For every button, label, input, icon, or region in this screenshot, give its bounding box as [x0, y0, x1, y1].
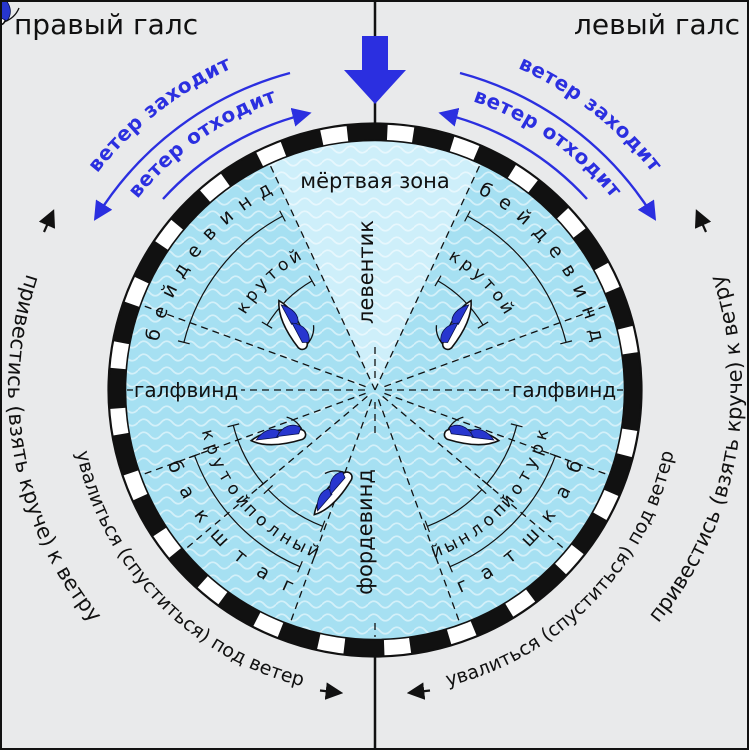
wind-back-arrow-right-icon	[438, 107, 588, 200]
wind-back-arrow-left-icon	[162, 107, 312, 200]
svg-text:к: к	[197, 427, 219, 442]
wind-veer-arrow-right-icon	[459, 71, 657, 221]
svg-text:к: к	[531, 427, 553, 442]
in-irons-label: левентик	[354, 220, 378, 324]
close-hauled-bracket-right	[464, 210, 573, 345]
bear-away-arrow-left-icon	[319, 682, 344, 700]
dead-zone-label: мёртвая зона	[300, 169, 450, 193]
compass-ring-dashes	[108, 123, 642, 657]
svg-text:д: д	[584, 326, 609, 344]
tack-label-right: левый галс	[574, 8, 740, 41]
points-of-sail-circle: мёртвая зона левентик фордевинд галфвинд…	[0, 0, 643, 658]
wind-direction-arrow-icon	[344, 36, 406, 104]
beam-reach-label-right: галфвинд	[512, 378, 616, 402]
beam-reach-label-left: галфвинд	[134, 378, 238, 402]
maneuver-arrows	[38, 209, 712, 700]
bear-away-arrow-right-icon	[406, 682, 431, 700]
svg-text:б: б	[142, 327, 166, 344]
ring-inner-edge	[124, 139, 626, 641]
close-hauled-bracket-left	[177, 210, 286, 345]
running-label: фордевинд	[353, 469, 377, 595]
close-upper-bracket-left	[261, 275, 316, 329]
sector-boundaries	[127, 164, 623, 637]
close-lower-bracket-right	[481, 423, 523, 489]
wind-shift-arrows	[93, 71, 657, 221]
close-upper-bracket-right	[434, 275, 489, 329]
ring-outer-edge	[107, 122, 643, 658]
head-up-arrow-right-icon	[694, 209, 712, 233]
broad-reach-bracket-left	[188, 453, 303, 573]
tack-label-left: правый галс	[14, 8, 198, 41]
broad-reach-bracket-right	[447, 453, 562, 573]
head-up-arrow-left-icon	[38, 209, 56, 233]
full-bracket-right	[424, 485, 487, 533]
close-lower-bracket-left	[227, 423, 269, 489]
wind-veer-arrow-left-icon	[93, 71, 291, 221]
full-bracket-left	[263, 485, 326, 533]
